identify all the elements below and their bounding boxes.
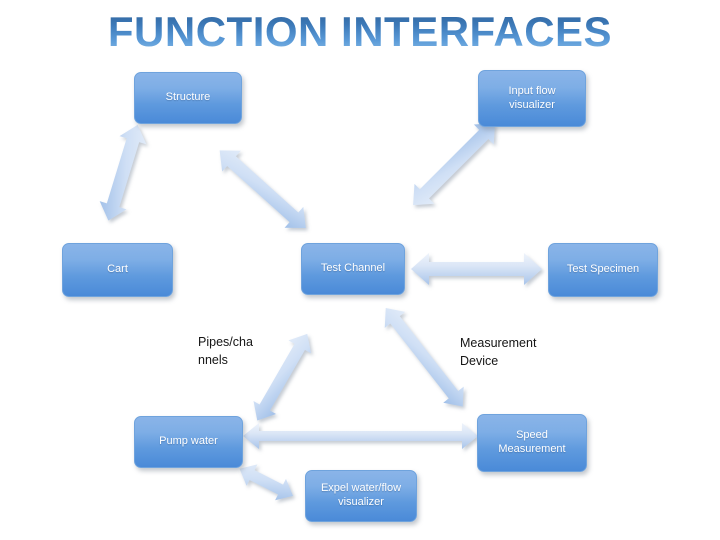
- edge-label-pipes-channels: Pipes/cha nnels: [198, 335, 253, 368]
- connector-test-channel-speed: [384, 308, 464, 407]
- node-test-specimen[interactable]: Test Specimen: [548, 243, 658, 297]
- connector-structure-test-channel: [219, 150, 306, 229]
- node-input-flow-visualizer[interactable]: Input flow visualizer: [478, 70, 586, 127]
- node-input-flow-visualizer-label: Input flow visualizer: [508, 84, 556, 111]
- edge-label-measurement-device: Measurement Device: [460, 336, 537, 369]
- node-test-channel-label: Test Channel: [320, 262, 386, 275]
- node-speed-measurement[interactable]: Speed Measurement: [477, 414, 587, 472]
- connector-pump-water-speed: [243, 423, 478, 449]
- node-cart-label: Cart: [107, 263, 128, 276]
- node-test-channel[interactable]: Test Channel: [301, 243, 405, 295]
- node-speed-measurement-label: Speed Measurement: [498, 429, 566, 455]
- node-cart[interactable]: Cart: [62, 243, 173, 297]
- connector-structure-cart: [99, 124, 147, 221]
- connector-pump-water-expel-water: [239, 464, 294, 501]
- page-title: FUNCTION INTERFACES: [0, 8, 720, 56]
- node-structure-label: Structure: [165, 91, 211, 104]
- node-expel-water-flow-visualizer-label: Expel water/flow visualizer: [320, 482, 402, 508]
- connector-inputflow-test-channel: [413, 123, 496, 206]
- node-expel-water-flow-visualizer[interactable]: Expel water/flow visualizer: [305, 470, 417, 522]
- node-pump-water-label: Pump water: [159, 435, 218, 448]
- connector-test-channel-test-specimen: [411, 253, 542, 285]
- node-structure[interactable]: Structure: [134, 72, 242, 124]
- node-test-specimen-label: Test Specimen: [566, 263, 640, 276]
- node-pump-water[interactable]: Pump water: [134, 416, 243, 468]
